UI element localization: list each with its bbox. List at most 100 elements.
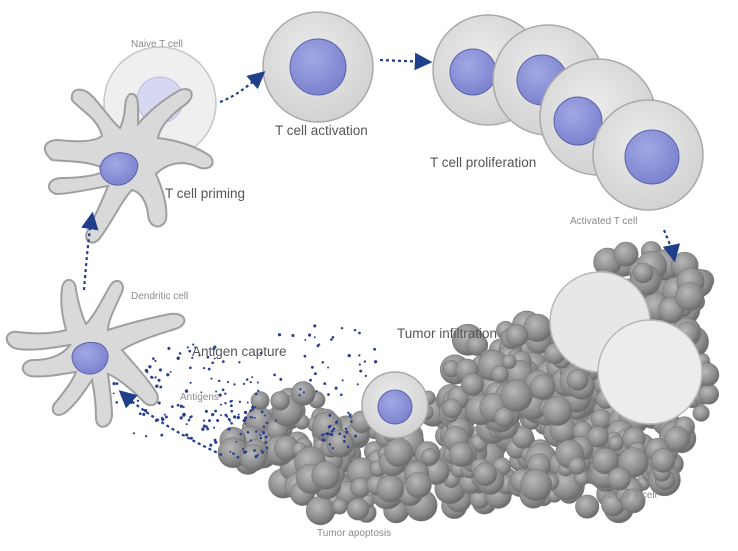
antigen-dot — [261, 451, 264, 454]
antigen-dot — [115, 382, 119, 385]
tumor-cell-blob — [505, 324, 529, 348]
antigen-dot — [299, 388, 302, 391]
antigen-dot — [211, 412, 215, 417]
antigen-dot — [176, 403, 180, 407]
antigen-dot — [249, 439, 252, 442]
tumor-cell-blob — [692, 404, 710, 422]
antigen-dot — [206, 355, 210, 359]
antigen-dot — [136, 399, 140, 403]
antigen-dot — [148, 365, 152, 369]
antigen-dot — [166, 373, 170, 377]
antigen-dot — [249, 416, 252, 419]
tumor-cell-blob — [632, 262, 654, 284]
antigen-dot — [303, 354, 307, 358]
antigen-dot — [263, 414, 266, 417]
tumor-cell-blob — [620, 488, 646, 514]
antigen-dot — [182, 406, 185, 409]
antigen-dot — [373, 360, 378, 364]
antigen-dot — [328, 424, 332, 428]
tumor-cell-blob — [326, 429, 355, 458]
antigen-dot — [330, 338, 333, 341]
antigen-dot — [321, 438, 325, 442]
tumor-cell-blob — [239, 444, 268, 472]
antigen-dot — [186, 346, 189, 349]
antigen-dot — [328, 432, 332, 436]
antigens-label: Antigens — [180, 392, 219, 403]
antigen-dot — [230, 409, 234, 413]
antigen-dot — [115, 401, 119, 404]
antigen-dot — [274, 419, 278, 422]
antigen-dot — [185, 423, 188, 426]
antigen-dot — [348, 413, 352, 417]
antigen-dot — [353, 328, 357, 332]
antigen-dot — [187, 418, 191, 422]
tumor-cell-blob — [384, 438, 414, 468]
tumor-cell-blob — [250, 391, 270, 411]
antigen-dot — [185, 433, 189, 437]
antigen-dot — [304, 338, 307, 341]
antigen-dot — [207, 367, 211, 371]
antigen-dot — [364, 374, 367, 378]
tumor-cell-blob — [405, 471, 432, 499]
antigen-dot — [242, 450, 247, 454]
antigen-dot — [315, 390, 318, 393]
tumor-cell-blob — [494, 407, 515, 428]
antigen-dot — [159, 385, 163, 389]
antigen-dot — [204, 409, 208, 413]
antigen-dot — [238, 400, 242, 404]
antigen-dot — [221, 360, 225, 363]
antigen-dot — [224, 402, 227, 405]
antigen-dot — [254, 454, 258, 459]
antigen-dot — [291, 333, 295, 338]
antigen-dot — [210, 377, 213, 380]
antigen-dot — [363, 360, 366, 363]
antigen-dot — [302, 391, 305, 394]
antigen-dot — [158, 368, 163, 372]
tumor-cell-blob — [331, 498, 348, 515]
antigen-dot — [227, 427, 231, 431]
tumor-cell-blob — [376, 475, 405, 503]
antigen-dot — [200, 391, 203, 394]
antigen-dot — [214, 440, 218, 444]
antigen-dot — [202, 419, 206, 422]
tumor-cell-blob — [663, 426, 690, 453]
antigen-dot — [344, 436, 346, 439]
antigen-dot — [308, 333, 312, 337]
tumor-cell-blob — [675, 282, 705, 312]
tumor-cell-blob — [500, 379, 533, 413]
antigen-dot — [219, 403, 223, 406]
antigen-dot — [260, 410, 264, 414]
antigen-dot — [251, 407, 254, 410]
t-cell-proliferation-label: T cell proliferation — [430, 155, 537, 170]
antigen-dot — [230, 399, 234, 402]
arrow-activation-to-proliferation — [379, 52, 433, 71]
antigen-dot — [358, 331, 361, 335]
antigen-dot — [178, 352, 182, 355]
antigen-dot — [176, 356, 180, 360]
antigen-dot — [152, 357, 155, 360]
antigen-dot — [253, 449, 256, 452]
tumor-cell-blob — [592, 447, 619, 475]
antigen-dot — [265, 446, 269, 450]
tumor-cell-blob — [442, 398, 463, 419]
t-cell-priming-label: T cell priming — [165, 186, 246, 201]
antigen-dot — [170, 405, 174, 408]
antigen-dot — [342, 439, 346, 443]
tumor-cell-blob — [608, 435, 624, 452]
tumor-cell-blob — [421, 448, 438, 466]
antigen-dot — [331, 336, 335, 339]
antigen-capture-label: Antigen capture — [192, 344, 287, 359]
antigen-dot — [249, 381, 252, 384]
antigen-dot — [242, 448, 245, 451]
antigen-dot — [216, 419, 220, 422]
tumor-cell-blob — [460, 373, 484, 397]
dendritic-cell-icon — [5, 279, 186, 428]
activated-t-cell-icon — [262, 11, 374, 123]
antigen-dot — [218, 393, 222, 397]
infiltrating-t-cell — [549, 271, 703, 425]
antigen-dot — [327, 393, 330, 396]
tumor-cell-blob — [568, 456, 586, 475]
tumor-cell-blob — [590, 408, 612, 430]
antigen-dot — [188, 349, 192, 353]
antigen-dot — [358, 363, 361, 366]
